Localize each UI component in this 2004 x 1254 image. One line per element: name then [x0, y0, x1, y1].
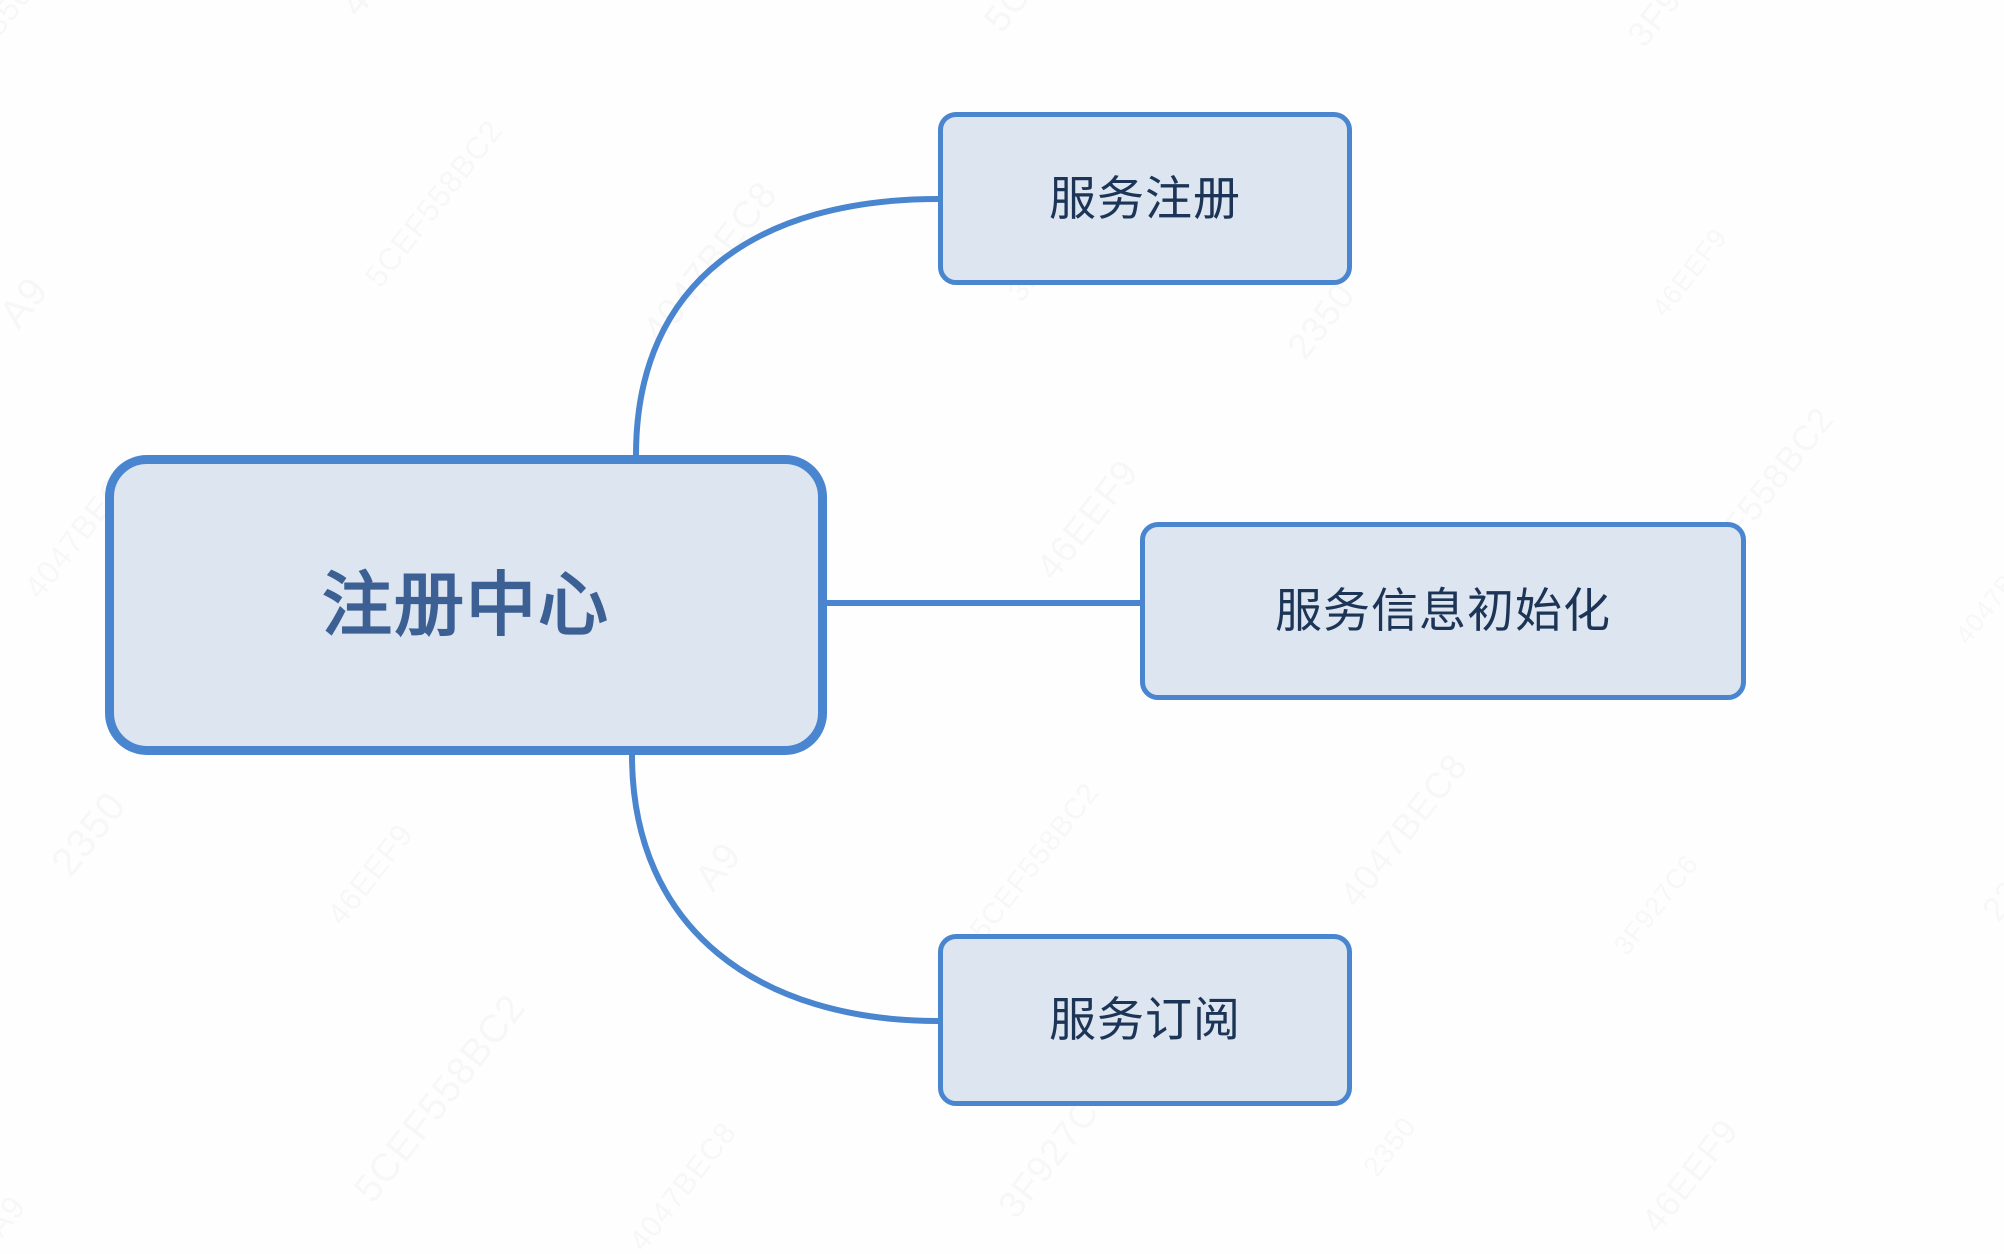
connector-curve-to-service-subscription: [629, 752, 941, 1024]
root-node[interactable]: 注册中心: [105, 455, 827, 755]
child-node-label-service-subscription: 服务订阅: [1049, 993, 1241, 1047]
child-node-label-service-info-init: 服务信息初始化: [1275, 584, 1611, 638]
connector-curve-to-service-registration: [633, 196, 941, 458]
root-node-label: 注册中心: [322, 565, 610, 644]
child-node-service-registration[interactable]: 服务注册: [938, 112, 1352, 285]
child-node-service-subscription[interactable]: 服务订阅: [938, 934, 1352, 1106]
child-node-label-service-registration: 服务注册: [1049, 171, 1241, 225]
child-node-service-info-init[interactable]: 服务信息初始化: [1140, 522, 1746, 700]
